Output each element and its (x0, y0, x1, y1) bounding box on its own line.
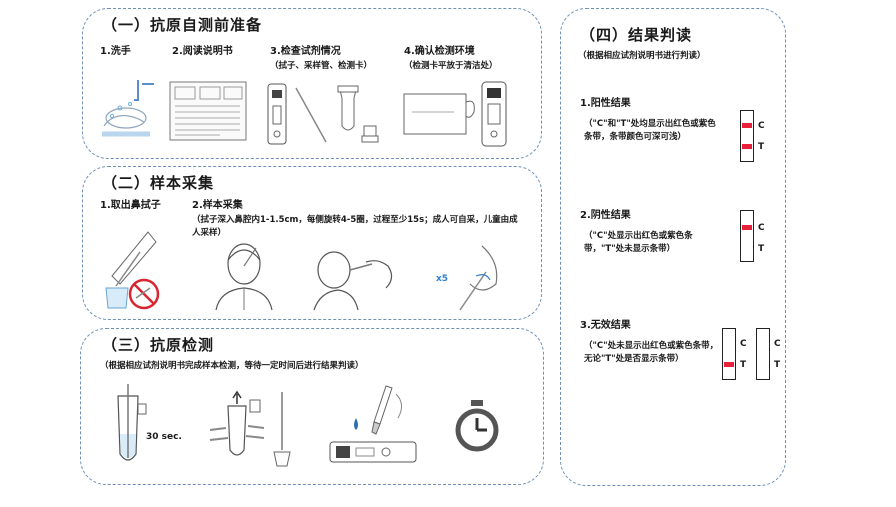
positive-t-label: T (758, 142, 765, 152)
panel-antigen-test (80, 328, 544, 485)
step-check-environment-label: 4.确认检测环境 (404, 46, 475, 57)
positive-test-strip (740, 110, 754, 162)
invalid-1-t-label: T (740, 360, 747, 370)
test-kit-icon (267, 83, 379, 145)
wait-time-label: 30 sec. (146, 432, 182, 442)
hand-washing-icon (102, 80, 154, 137)
squeeze-tube-icon (209, 390, 265, 456)
step-read-manual-label: 2.阅读说明书 (172, 46, 233, 57)
antigen-test-note: （根据相应试剂说明书完成样本检测，等待一定时间后进行结果判读） (100, 361, 364, 371)
timer-icon (455, 400, 499, 452)
child-nose-swab-icon (313, 251, 393, 311)
positive-c-band (742, 123, 752, 128)
step-check-kit-label: 3.检查试剂情况 (270, 46, 341, 57)
invalid-1-c-label: C (740, 339, 747, 349)
step-wash-hands-label: 1.洗手 (100, 46, 131, 57)
step-check-kit-note: （拭子、采样管、检测卡） (270, 61, 373, 71)
result-invalid-label: 3.无效结果 (580, 320, 631, 331)
nostril-rotation-icon (459, 245, 498, 311)
invalid-2-c-label: C (774, 339, 781, 349)
negative-test-strip (740, 210, 754, 262)
result-negative-description: （"C"处显示出红色或紫色条带，"T"处未显示条带） (584, 231, 693, 254)
add-drops-to-card-icon (329, 385, 417, 463)
invalid-2-t-label: T (774, 360, 781, 370)
rotation-count-label: x5 (436, 274, 449, 284)
invalid-test-strip-blank (756, 328, 770, 380)
negative-c-band (742, 225, 752, 230)
step-check-environment-note: （检测卡平放于清洁处） (404, 61, 498, 71)
positive-c-label: C (758, 121, 765, 131)
swab-package-icon (105, 231, 160, 310)
step-take-swab-label: 1.取出鼻拭子 (100, 200, 161, 211)
positive-t-band (742, 144, 752, 149)
result-invalid-description: （"C"处未显示出红色或紫色条带，无论"T"处是否显示条带） (584, 341, 719, 364)
panel-title-sample-collection: （二）样本采集 (102, 174, 215, 192)
panel-title-antigen-test: （三）抗原检测 (102, 336, 215, 354)
step-collect-sample-label: 2.样本采集 (192, 200, 243, 211)
panel-title-result-interpretation: （四）结果判读 (580, 26, 693, 44)
tube-mixing-icon (117, 384, 147, 461)
result-interpretation-note: （根据相应试剂说明书进行判读） (578, 51, 706, 61)
dropper-tube-icon (273, 392, 291, 467)
panel-title-preparation: （一）抗原自测前准备 (102, 16, 263, 34)
negative-t-label: T (758, 244, 765, 254)
result-positive-description: （"C"和"T"处均显示出红色或紫色条带，条带颜色可深可浅） (584, 119, 716, 142)
negative-c-label: C (758, 223, 765, 233)
invalid-test-strip-with-t (722, 328, 736, 380)
result-negative-label: 2.阴性结果 (580, 210, 631, 221)
test-environment-icon (403, 81, 507, 147)
step-collect-sample-note: （拭子深入鼻腔内1-1.5cm，每侧旋转4-5圈，过程至少15s；成人可自采，儿… (192, 215, 518, 238)
person-nose-swab-icon (215, 243, 273, 311)
result-positive-label: 1.阳性结果 (580, 98, 631, 109)
invalid-t-band (724, 362, 734, 367)
instruction-manual-icon (169, 81, 247, 141)
